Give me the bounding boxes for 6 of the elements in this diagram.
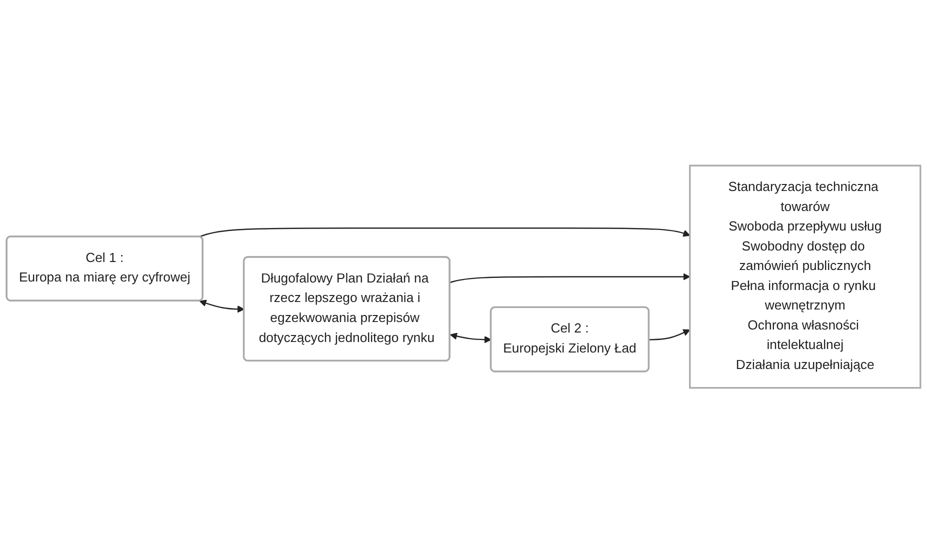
arrow [199, 228, 690, 238]
arrow [450, 332, 492, 344]
arrow [450, 273, 690, 284]
arrow [199, 300, 245, 313]
node-box: Standaryzacja techniczna towarów Swoboda przepływu usług Swobodny dostęp do zamówień publicznych Pełna informacja o rynku wewnętrznym Ochrona własności intelektualnej Działania uzupełniające [689, 165, 922, 389]
arrow [649, 330, 690, 341]
